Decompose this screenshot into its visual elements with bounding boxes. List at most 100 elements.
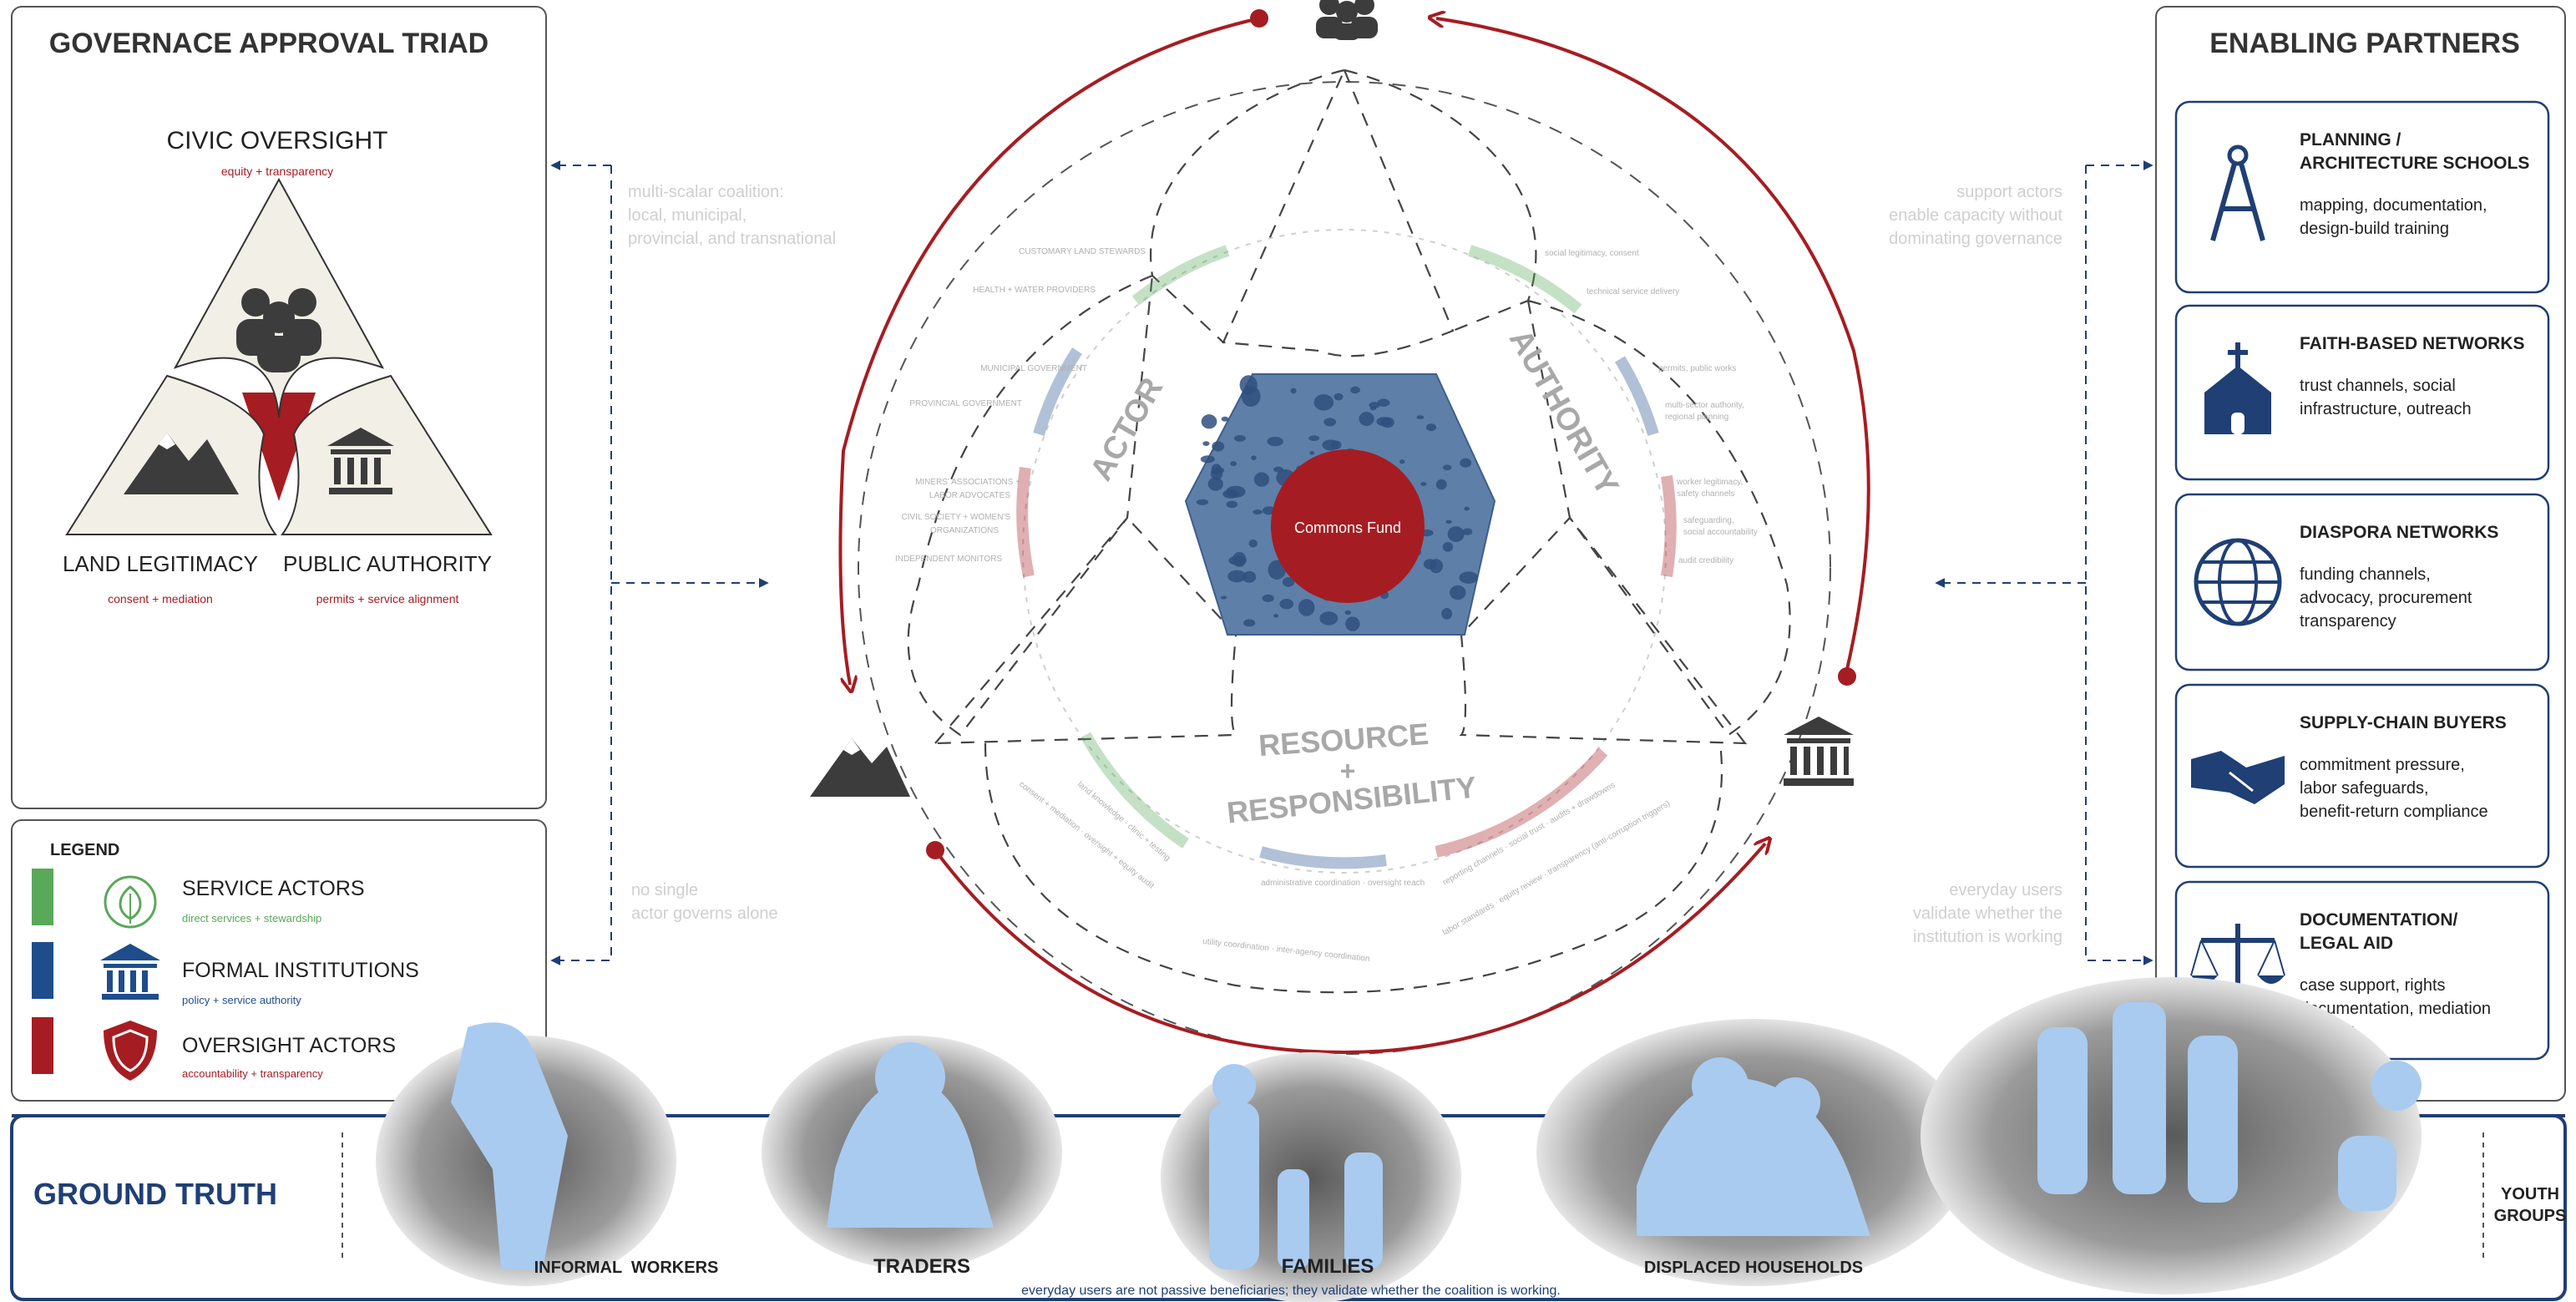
speckle <box>1441 608 1453 620</box>
svg-text:provincial, and transnational: provincial, and transnational <box>628 230 836 248</box>
actor-item: PROVINCIAL GOVERNMENT <box>909 399 1022 408</box>
speckle <box>1279 599 1294 610</box>
partner-card-desc: trust channels, social <box>2300 377 2456 395</box>
speckle <box>1416 415 1425 419</box>
speckle <box>1230 461 1237 467</box>
ground-truth-panel: GROUND TRUTH <box>10 977 2567 1302</box>
left-flow-connector <box>550 160 769 965</box>
right-flow-connector <box>1935 160 2153 965</box>
speckle <box>1464 506 1470 511</box>
partner-card-title: ARCHITECTURE SCHOOLS <box>2300 154 2529 173</box>
authority-label: AUTHORITY <box>1502 324 1625 502</box>
speckle <box>1425 423 1437 432</box>
legend-swatch-formal <box>32 942 53 999</box>
speckle <box>1460 458 1472 468</box>
shield-icon <box>104 1021 157 1081</box>
partners-title: ENABLING PARTNERS <box>2209 28 2520 59</box>
legend-title: LEGEND <box>50 841 119 859</box>
church-icon <box>2204 342 2271 434</box>
svg-text:local, municipal,: local, municipal, <box>628 206 746 225</box>
mountain-icon <box>124 433 239 494</box>
commons-fund-label: Commons Fund <box>1294 519 1401 536</box>
svg-text:administrative coordination ·: administrative coordination · oversight … <box>1261 879 1425 888</box>
partner-card-title: SUPPLY-CHAIN BUYERS <box>2300 713 2507 732</box>
svg-text:actor governs alone: actor governs alone <box>631 904 778 923</box>
institution-icon <box>1784 717 1854 786</box>
actor-item: INDEPENDENT MONITORS <box>895 555 1002 564</box>
speckle <box>1239 375 1258 395</box>
photo-traders <box>762 1036 1062 1269</box>
svg-text:support actors: support actors <box>1956 183 2062 201</box>
speckle <box>1201 414 1217 429</box>
group-families: FAMILIES <box>1282 1255 1374 1278</box>
speckle <box>1298 599 1315 616</box>
speckle <box>1262 594 1274 603</box>
speckle <box>1232 551 1247 567</box>
cycle-arrows <box>838 18 1870 1055</box>
inner-dashed-ring <box>1022 229 1667 874</box>
partner-card-desc: transparency <box>2300 612 2396 631</box>
partner-card-desc: benefit-return compliance <box>2300 803 2488 821</box>
authority-item: regional planning <box>1665 413 1728 422</box>
land-legitimacy-sub: consent + mediation <box>108 592 213 605</box>
speckle <box>1251 455 1257 460</box>
speckle <box>1345 616 1360 631</box>
group-informal-workers: INFORMAL WORKERS <box>534 1259 719 1277</box>
partner-card-desc: funding channels, <box>2300 565 2431 584</box>
speckle <box>1267 437 1283 447</box>
partner-card-title: DOCUMENTATION/ <box>2300 910 2458 930</box>
partner-card-title: LEGAL AID <box>2300 934 2393 953</box>
legend-swatch-oversight <box>32 1017 53 1074</box>
speckle <box>1290 388 1297 394</box>
public-authority-label: PUBLIC AUTHORITY <box>283 551 492 576</box>
legend-formal-sub: policy + service authority <box>182 994 301 1006</box>
partner-card-desc: infrastructure, outreach <box>2300 400 2472 418</box>
leaf-icon <box>104 875 157 929</box>
triad-title: GOVERNACE APPROVAL TRIAD <box>49 28 488 59</box>
speckle <box>1450 585 1466 600</box>
photo-informal-workers <box>376 1022 676 1286</box>
legend-service-sub: direct services + stewardship <box>182 912 321 925</box>
partner-card-desc: design-build training <box>2300 220 2449 238</box>
note-bottom-left: no single actor governs alone <box>631 881 778 923</box>
speckle <box>1319 611 1339 626</box>
land-legitimacy-label: LAND LEGITIMACY <box>63 551 258 576</box>
authority-item: social legitimacy, consent <box>1545 249 1639 258</box>
svg-text:enable capacity without: enable capacity without <box>1889 206 2062 225</box>
speckle <box>1447 526 1465 542</box>
speckle <box>1334 393 1344 401</box>
speckle <box>1445 519 1452 524</box>
speckle <box>1220 595 1227 600</box>
speckle <box>1377 398 1390 408</box>
partner-card-desc: labor safeguards, <box>2300 779 2429 798</box>
actor-item: CUSTOMARY LAND STEWARDS <box>1019 247 1146 256</box>
svg-text:institution is working: institution is working <box>1913 928 2062 946</box>
cycle-node-top <box>1250 9 1268 28</box>
partner-card-desc: mapping, documentation, <box>2300 196 2487 215</box>
photo-families <box>1161 1052 1461 1302</box>
svg-text:utility coordination · inter-a: utility coordination · inter-agency coor… <box>1202 937 1370 964</box>
note-top-left: multi-scalar coalition: local, municipal… <box>628 183 836 248</box>
svg-text:validate whether the: validate whether the <box>1913 904 2062 923</box>
partner-card-title: PLANNING / <box>2300 130 2401 149</box>
triad-center-red <box>242 393 316 501</box>
svg-text:no single: no single <box>631 881 698 899</box>
institution-icon <box>100 944 160 1000</box>
authority-item: social accountability <box>1683 528 1758 537</box>
speckle <box>1233 435 1246 442</box>
authority-item: worker legitimacy, <box>1676 478 1743 487</box>
actor-item: LABOR ADVOCATES <box>929 491 1010 500</box>
speckle <box>1322 439 1339 451</box>
resource-plus-label: + <box>1340 756 1356 786</box>
speckle <box>1268 560 1286 580</box>
speckle <box>1442 542 1454 552</box>
speckle <box>1429 559 1444 574</box>
group-youth-line1: YOUTH <box>2501 1185 2559 1203</box>
speckle <box>1376 417 1392 427</box>
partner-card-desc: advocacy, procurement <box>2300 589 2472 607</box>
svg-text:multi-scalar coalition:: multi-scalar coalition: <box>628 183 784 201</box>
handshake-icon <box>2191 751 2285 804</box>
enabling-partners-panel: ENABLING PARTNERS PLANNING / ARCHITECTURE… <box>2155 6 2566 1102</box>
speckle <box>1442 464 1452 471</box>
